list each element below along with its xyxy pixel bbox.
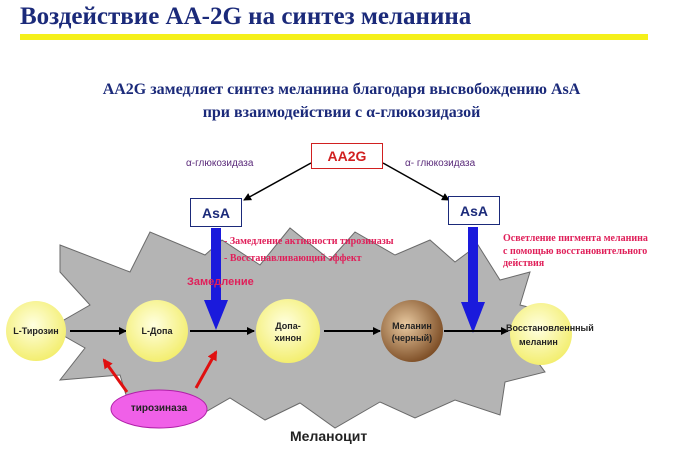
label-restored-line-1: Восстановленнный	[506, 323, 594, 333]
enzyme-label-right: α- глюкозидаза	[405, 158, 476, 169]
label-dopaquinone-line-1: Допа-	[275, 321, 301, 331]
label-restored-line-2: меланин	[519, 337, 558, 347]
asa-box-left: AsA	[190, 198, 242, 227]
label-l-tyrosine: L-Тирозин	[13, 326, 59, 336]
blue-arrow-right	[461, 227, 485, 333]
note-right-line-3: действия	[503, 258, 545, 269]
label-melanin-line-2: (черный)	[391, 333, 433, 343]
note-tyrosinase-slowdown: - Замедление активности тирозиназы	[224, 236, 394, 247]
subtitle-line-1: AA2G замедляет синтез меланина благодаря…	[102, 81, 581, 98]
tyrosinase-ellipse	[110, 389, 208, 429]
arrow-aa2g-to-asa-right	[382, 162, 450, 201]
node-l-tyrosine	[6, 301, 66, 361]
label-l-dopa: L-Допа	[141, 326, 173, 336]
label-restored-melanin: Восстановленнный меланин	[506, 321, 612, 349]
arrow-tyrosinase-to-step1	[102, 358, 129, 393]
node-melanin-black	[381, 300, 443, 362]
label-tyrosinase: тирозиназа	[130, 403, 188, 414]
blue-arrow-left	[204, 228, 228, 330]
subtitle-line-2: при взаимодействии с α-глюкозидазой	[202, 104, 481, 121]
enzyme-label-left: α-глюкозидаза	[186, 158, 254, 169]
slowdown-label: Замедление	[187, 276, 254, 288]
arrow-tyrosinase-to-step2	[194, 350, 218, 389]
label-melanin-line-1: Меланин	[392, 321, 432, 331]
arrow-aa2g-to-asa-left	[243, 162, 312, 201]
label-dopaquinone: Допа- хинон	[258, 320, 318, 344]
note-pigment-lightening: Осветление пигмента меланина с помощью в…	[503, 233, 648, 271]
title-underline	[20, 34, 648, 40]
aa2g-box: AA2G	[311, 143, 383, 169]
note-reducing-effect: - Восстанавливающий эффект	[224, 253, 362, 264]
label-melanin-black: Меланин (черный)	[382, 320, 442, 344]
cell-label-melanocyte: Меланоцит	[290, 428, 368, 444]
label-dopaquinone-line-2: хинон	[274, 333, 302, 343]
node-l-dopa	[126, 300, 188, 362]
note-right-line-2: с помощью восстановительного	[503, 245, 648, 257]
note-right-line-1: Осветление пигмента меланина	[503, 233, 648, 244]
slide-title: Воздействие АА-2G на синтез меланина	[20, 3, 472, 30]
node-restored-melanin	[510, 303, 572, 365]
node-dopaquinone	[256, 299, 320, 363]
asa-box-right: AsA	[448, 196, 500, 225]
